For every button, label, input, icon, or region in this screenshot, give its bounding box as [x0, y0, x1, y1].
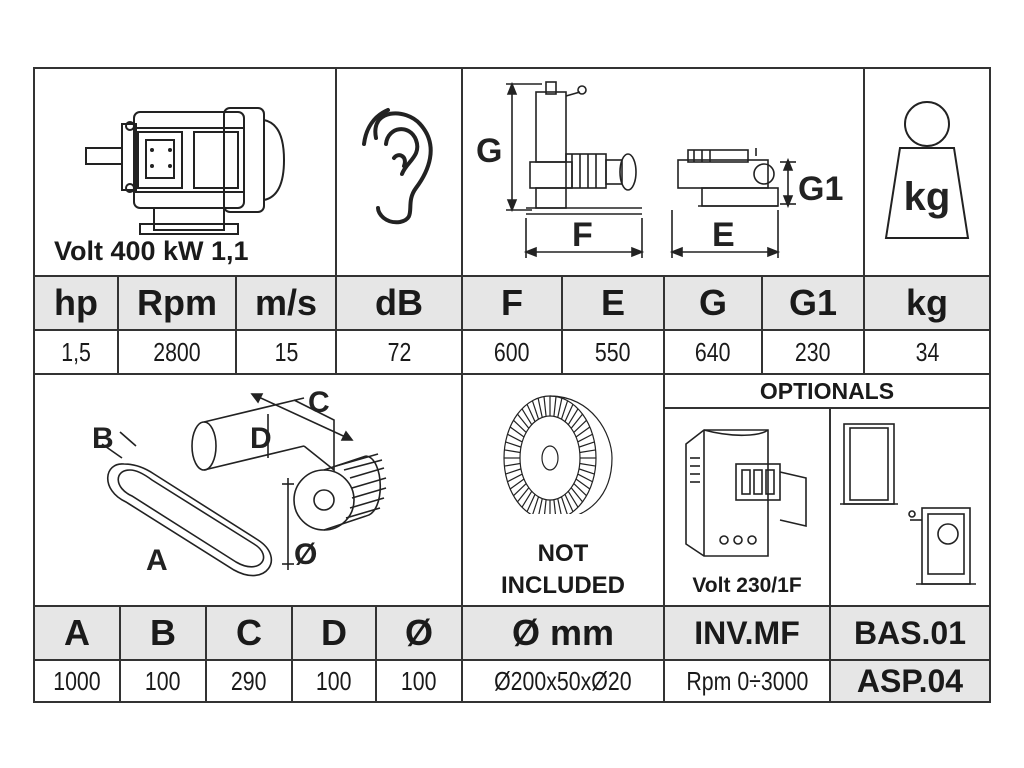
wheel-flap — [531, 400, 540, 420]
wheel-flap — [507, 433, 523, 443]
belt-value-wheel-size: Ø200x50xØ20 — [462, 660, 664, 702]
motor-caption: Volt 400 kW 1,1 — [54, 236, 249, 266]
spec-value-kg: 34 — [864, 330, 990, 374]
inverter-cell: Volt 230/1F — [664, 408, 830, 606]
belt-value-a: 1000 — [34, 660, 120, 702]
spec-header-hp: hp — [34, 276, 118, 330]
weight-cell: kg — [864, 68, 990, 276]
wheel-flap — [577, 473, 593, 483]
wheel-flap — [504, 462, 521, 467]
spec-header-rpm: Rpm — [118, 276, 236, 330]
wheel-flap — [538, 498, 543, 514]
inverter-caption: Volt 230/1F — [692, 574, 802, 597]
inverter-icon — [685, 429, 807, 557]
flap-wheel-cell: NOT INCLUDED — [462, 374, 664, 606]
wheel-flap — [579, 462, 596, 467]
ear-icon — [362, 108, 433, 225]
spec-header-speed: m/s — [236, 276, 336, 330]
noise-cell — [336, 68, 462, 276]
belt-b-label: B — [92, 422, 114, 455]
inverter-value-rpm: Rpm 0÷3000 — [664, 660, 830, 702]
wheel-flap — [577, 433, 593, 443]
spec-header-kg: kg — [864, 276, 990, 330]
weight-kg-label: kg — [904, 175, 951, 219]
belt-header-d: D — [292, 606, 376, 660]
optional-header-base: BAS.01 — [830, 606, 990, 660]
belt-d-label: D — [250, 422, 272, 455]
spec-header-db: dB — [336, 276, 462, 330]
weight-icon: kg — [884, 101, 970, 239]
belt-header-b: B — [120, 606, 206, 660]
dim-f-label: F — [572, 216, 593, 254]
belt-dimensions-icon: B D C A Ø — [92, 386, 387, 577]
flap-wheel-icon — [503, 395, 613, 514]
stand-cell — [830, 408, 990, 606]
spec-header-e: E — [562, 276, 664, 330]
spec-value-speed: 15 — [236, 330, 336, 374]
spec-value-db: 72 — [336, 330, 462, 374]
spec-header-g1: G1 — [762, 276, 864, 330]
spec-value-hp: 1,5 — [34, 330, 118, 374]
wheel-flap — [578, 468, 595, 475]
wheel-flap — [557, 397, 563, 418]
spec-value-g1: 230 — [762, 330, 864, 374]
wheel-flap — [543, 396, 547, 417]
spec-value-e: 550 — [562, 330, 664, 374]
belt-value-c: 290 — [206, 660, 292, 702]
wheel-flap — [579, 449, 596, 454]
wheel-flap — [543, 499, 547, 514]
belt-dia-label: Ø — [294, 538, 317, 571]
belt-value-d: 100 — [292, 660, 376, 702]
spec-value-g: 640 — [664, 330, 762, 374]
wheel-flap — [537, 397, 543, 418]
belt-value-b: 100 — [120, 660, 206, 702]
spec-value-rpm: 2800 — [118, 330, 236, 374]
dim-g1-label: G1 — [798, 170, 843, 208]
belt-header-a: A — [34, 606, 120, 660]
wheel-flap — [505, 468, 522, 475]
optionals-title: OPTIONALS — [759, 378, 895, 404]
dim-e-label: E — [712, 216, 735, 254]
spec-value-f: 600 — [462, 330, 562, 374]
not-included-line2: INCLUDED — [501, 572, 625, 599]
wheel-flap — [578, 441, 595, 448]
spec-header-f: F — [462, 276, 562, 330]
belt-header-c: C — [206, 606, 292, 660]
stand-icon — [840, 423, 976, 585]
machine-dimensions-icon: G F E G1 — [476, 81, 843, 258]
belt-header-wheel-mm: Ø mm — [462, 606, 664, 660]
wheel-flap — [553, 499, 557, 514]
belt-header-dia: Ø — [376, 606, 462, 660]
wheel-flap — [507, 473, 523, 483]
wheel-flap — [557, 498, 562, 514]
wheel-flap — [505, 441, 522, 448]
belt-a-label: A — [146, 544, 168, 577]
belt-cell: B D C A Ø — [34, 374, 462, 606]
optional-header-aspiration: ASP.04 — [830, 660, 990, 702]
not-included-line1: NOT — [537, 540, 589, 567]
motor-cell: Volt 400 kW 1,1 — [34, 68, 336, 276]
optionals-title-cell: OPTIONALS — [664, 374, 990, 408]
belt-value-dia: 100 — [376, 660, 462, 702]
dimensions-cell: G F E G1 — [462, 68, 864, 276]
spec-header-g: G — [664, 276, 762, 330]
belt-c-label: C — [308, 386, 330, 419]
optional-header-inverter: INV.MF — [664, 606, 830, 660]
dim-g-label: G — [476, 132, 502, 170]
wheel-flap — [504, 449, 521, 454]
wheel-flap — [553, 396, 557, 417]
wheel-flap — [560, 400, 569, 420]
